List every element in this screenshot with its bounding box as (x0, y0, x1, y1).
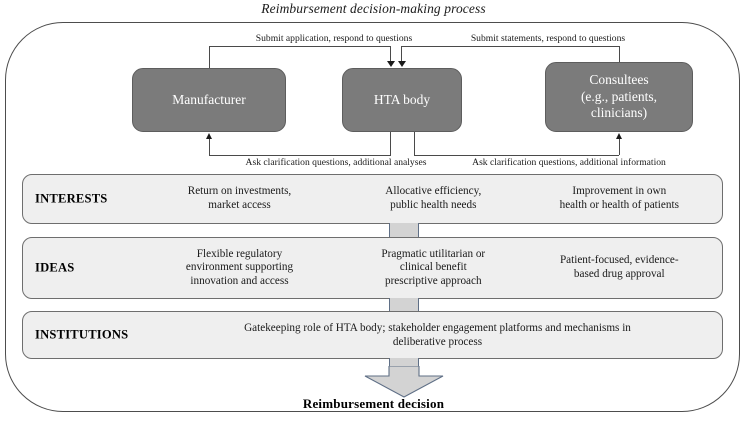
row-cells-ideas: Flexible regulatory environment supporti… (133, 238, 718, 298)
actor-label-manufacturer: Manufacturer (172, 91, 246, 107)
flow-band-ideas-to-institutions (389, 298, 419, 312)
cell-ideas-manufacturer-line3: innovation and access (190, 274, 289, 287)
cell-interests-hta-line1: Allocative efficiency, (385, 185, 482, 198)
dimension-row-institutions: INSTITUTIONS Gatekeeping role of HTA bod… (22, 311, 723, 359)
connector-label-submit-statements: Submit statements, respond to questions (470, 33, 626, 44)
actor-box-consultees[interactable]: Consultees (e.g., patients, clinicians) (545, 62, 693, 132)
arrowhead-into-manufacturer (205, 133, 212, 139)
cell-institutions-line1: Gatekeeping role of HTA body; stakeholde… (244, 322, 631, 334)
connector-line-hta-down-to-cons (414, 132, 415, 155)
process-container (5, 22, 740, 412)
connector-line-hta-to-cons-across (414, 155, 619, 156)
actor-label-consultees-line1: Consultees (589, 72, 649, 88)
actor-box-hta-body[interactable]: HTA body (342, 68, 462, 132)
cell-interests-consultees: Improvement in own health or health of p… (521, 185, 718, 212)
cell-interests-manufacturer-line1: Return on investments, (187, 185, 292, 198)
final-outcome-label: Reimbursement decision (302, 396, 445, 411)
connector-line-manufacturer-up (209, 46, 210, 68)
dimension-row-ideas: IDEAS Flexible regulatory environment su… (22, 237, 723, 299)
connector-label-ask-clarification-information: Ask clarification questions, additional … (472, 157, 666, 168)
cell-ideas-hta-line3: prescriptive approach (384, 274, 482, 287)
cell-interests-consultees-line2: health or health of patients (559, 199, 679, 211)
cell-ideas-hta-line1: Pragmatic utilitarian or (381, 247, 486, 260)
row-label-institutions: INSTITUTIONS (35, 327, 129, 342)
actor-label-consultees-line3: clinicians) (590, 105, 648, 121)
cell-ideas-consultees: Patient-focused, evidence- based drug ap… (521, 254, 718, 281)
arrowhead-into-hta-left (386, 61, 395, 67)
flow-band-interests-to-ideas (389, 223, 419, 238)
actor-label-hta-body: HTA body (373, 91, 431, 107)
connector-line-consultees-across (401, 46, 620, 47)
cell-ideas-manufacturer-line2: environment supporting (185, 261, 294, 274)
arrowhead-into-hta-right (397, 61, 406, 67)
connector-line-manufacturer-across (209, 46, 390, 47)
actor-label-consultees-line2: (e.g., patients, (580, 88, 658, 104)
cell-interests-consultees-line1: Improvement in own (572, 185, 667, 198)
cell-ideas-hta-line2: clinical benefit (399, 261, 467, 274)
row-cells-institutions: Gatekeeping role of HTA body; stakeholde… (173, 312, 702, 358)
connector-line-hta-down-right (401, 46, 402, 62)
figure-title: Reimbursement decision-making process (261, 1, 486, 16)
connector-line-into-consultees (619, 138, 620, 155)
connector-line-hta-to-manu-across (209, 155, 391, 156)
cell-ideas-manufacturer: Flexible regulatory environment supporti… (133, 248, 346, 289)
cell-interests-manufacturer: Return on investments, market access (133, 185, 346, 212)
cell-ideas-manufacturer-line1: Flexible regulatory (196, 247, 283, 260)
connector-label-ask-clarification-analyses: Ask clarification questions, additional … (245, 157, 427, 168)
cell-interests-manufacturer-line2: market access (208, 199, 271, 211)
cell-interests-hta: Allocative efficiency, public health nee… (346, 185, 521, 212)
actor-label-consultees: Consultees (e.g., patients, clinicians) (581, 72, 657, 122)
actor-box-manufacturer[interactable]: Manufacturer (132, 68, 286, 132)
dimension-row-interests: INTERESTS Return on investments, market … (22, 174, 723, 224)
arrowhead-into-consultees (615, 133, 622, 139)
connector-line-into-manufacturer (209, 138, 210, 155)
connector-line-hta-down-left (390, 46, 391, 62)
cell-ideas-consultees-line2: based drug approval (573, 268, 665, 280)
row-label-interests: INTERESTS (35, 191, 108, 206)
decision-flow-arrow-icon (364, 366, 444, 398)
cell-institutions-text: Gatekeeping role of HTA body; stakeholde… (173, 321, 702, 349)
flow-band-institutions-to-decision (389, 358, 419, 368)
cell-ideas-hta: Pragmatic utilitarian or clinical benefi… (346, 248, 521, 289)
row-cells-interests: Return on investments, market access All… (133, 175, 718, 223)
cell-institutions-line2: deliberative process (392, 336, 483, 348)
cell-ideas-consultees-line1: Patient-focused, evidence- (559, 254, 679, 267)
row-label-ideas: IDEAS (35, 260, 75, 275)
connector-label-submit-application: Submit application, respond to questions (255, 33, 413, 44)
connector-line-hta-down-to-manu (390, 132, 391, 155)
cell-interests-hta-line2: public health needs (390, 199, 477, 211)
connector-line-consultees-up (619, 46, 620, 68)
